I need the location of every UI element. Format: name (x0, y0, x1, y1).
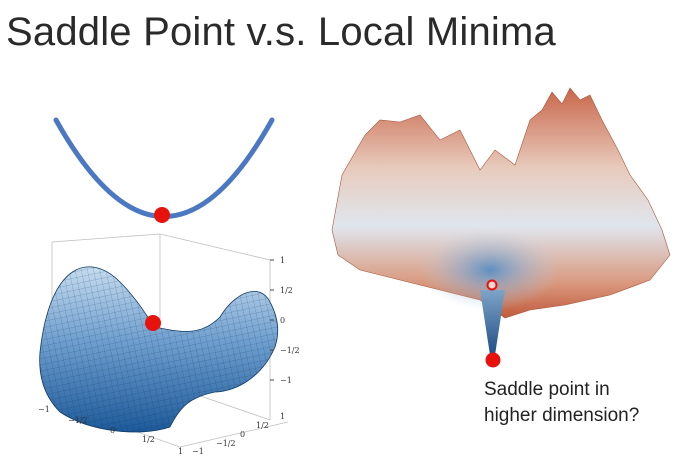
y-tick-label: −1/2 (216, 439, 236, 448)
deep-funnel (480, 290, 505, 355)
z-tick-label: −1 (280, 376, 292, 385)
caption: Saddle point in higher dimension? (484, 377, 674, 429)
z-tick-label: 1/2 (280, 286, 293, 295)
saddle-marker (486, 279, 498, 291)
y-tick-label: 1/2 (256, 421, 269, 430)
caption-line-2: higher dimension? (484, 405, 640, 426)
x-tick-label: −1/2 (68, 416, 88, 425)
x-tick-label: −1 (38, 405, 50, 414)
y-tick-label: 1 (280, 412, 285, 421)
x-tick-label: 0 (110, 426, 115, 435)
y-tick-label: −1 (192, 447, 204, 456)
saddle-surface-plot: 1 1/2 0 −1/2 −1 −1 −1/2 0 1/2 1 −1 −1/2 … (30, 232, 320, 460)
z-tick-label: −1/2 (280, 346, 300, 355)
caption-line-1: Saddle point in (484, 379, 610, 400)
minimum-marker (154, 207, 170, 223)
z-tick-label: 0 (280, 316, 285, 325)
x-axis-ticks: −1 −1/2 0 1/2 1 (38, 405, 183, 456)
z-axis-ticks: 1 1/2 0 −1/2 −1 (270, 256, 300, 385)
z-tick-label: 1 (280, 256, 285, 265)
saddle-point-marker (145, 315, 161, 331)
parabola-curve (53, 117, 275, 219)
funnel-minimum-marker (485, 352, 501, 368)
loss-landscape-figure (330, 80, 675, 380)
x-tick-label: 1/2 (142, 435, 155, 444)
y-tick-label: 0 (240, 430, 245, 439)
y-axis-ticks: −1 −1/2 0 1/2 1 (192, 412, 285, 456)
parabola-figure (44, 108, 284, 238)
central-valley (420, 230, 560, 310)
x-tick-label: 1 (178, 447, 183, 456)
slide-title: Saddle Point v.s. Local Minima (6, 10, 556, 54)
